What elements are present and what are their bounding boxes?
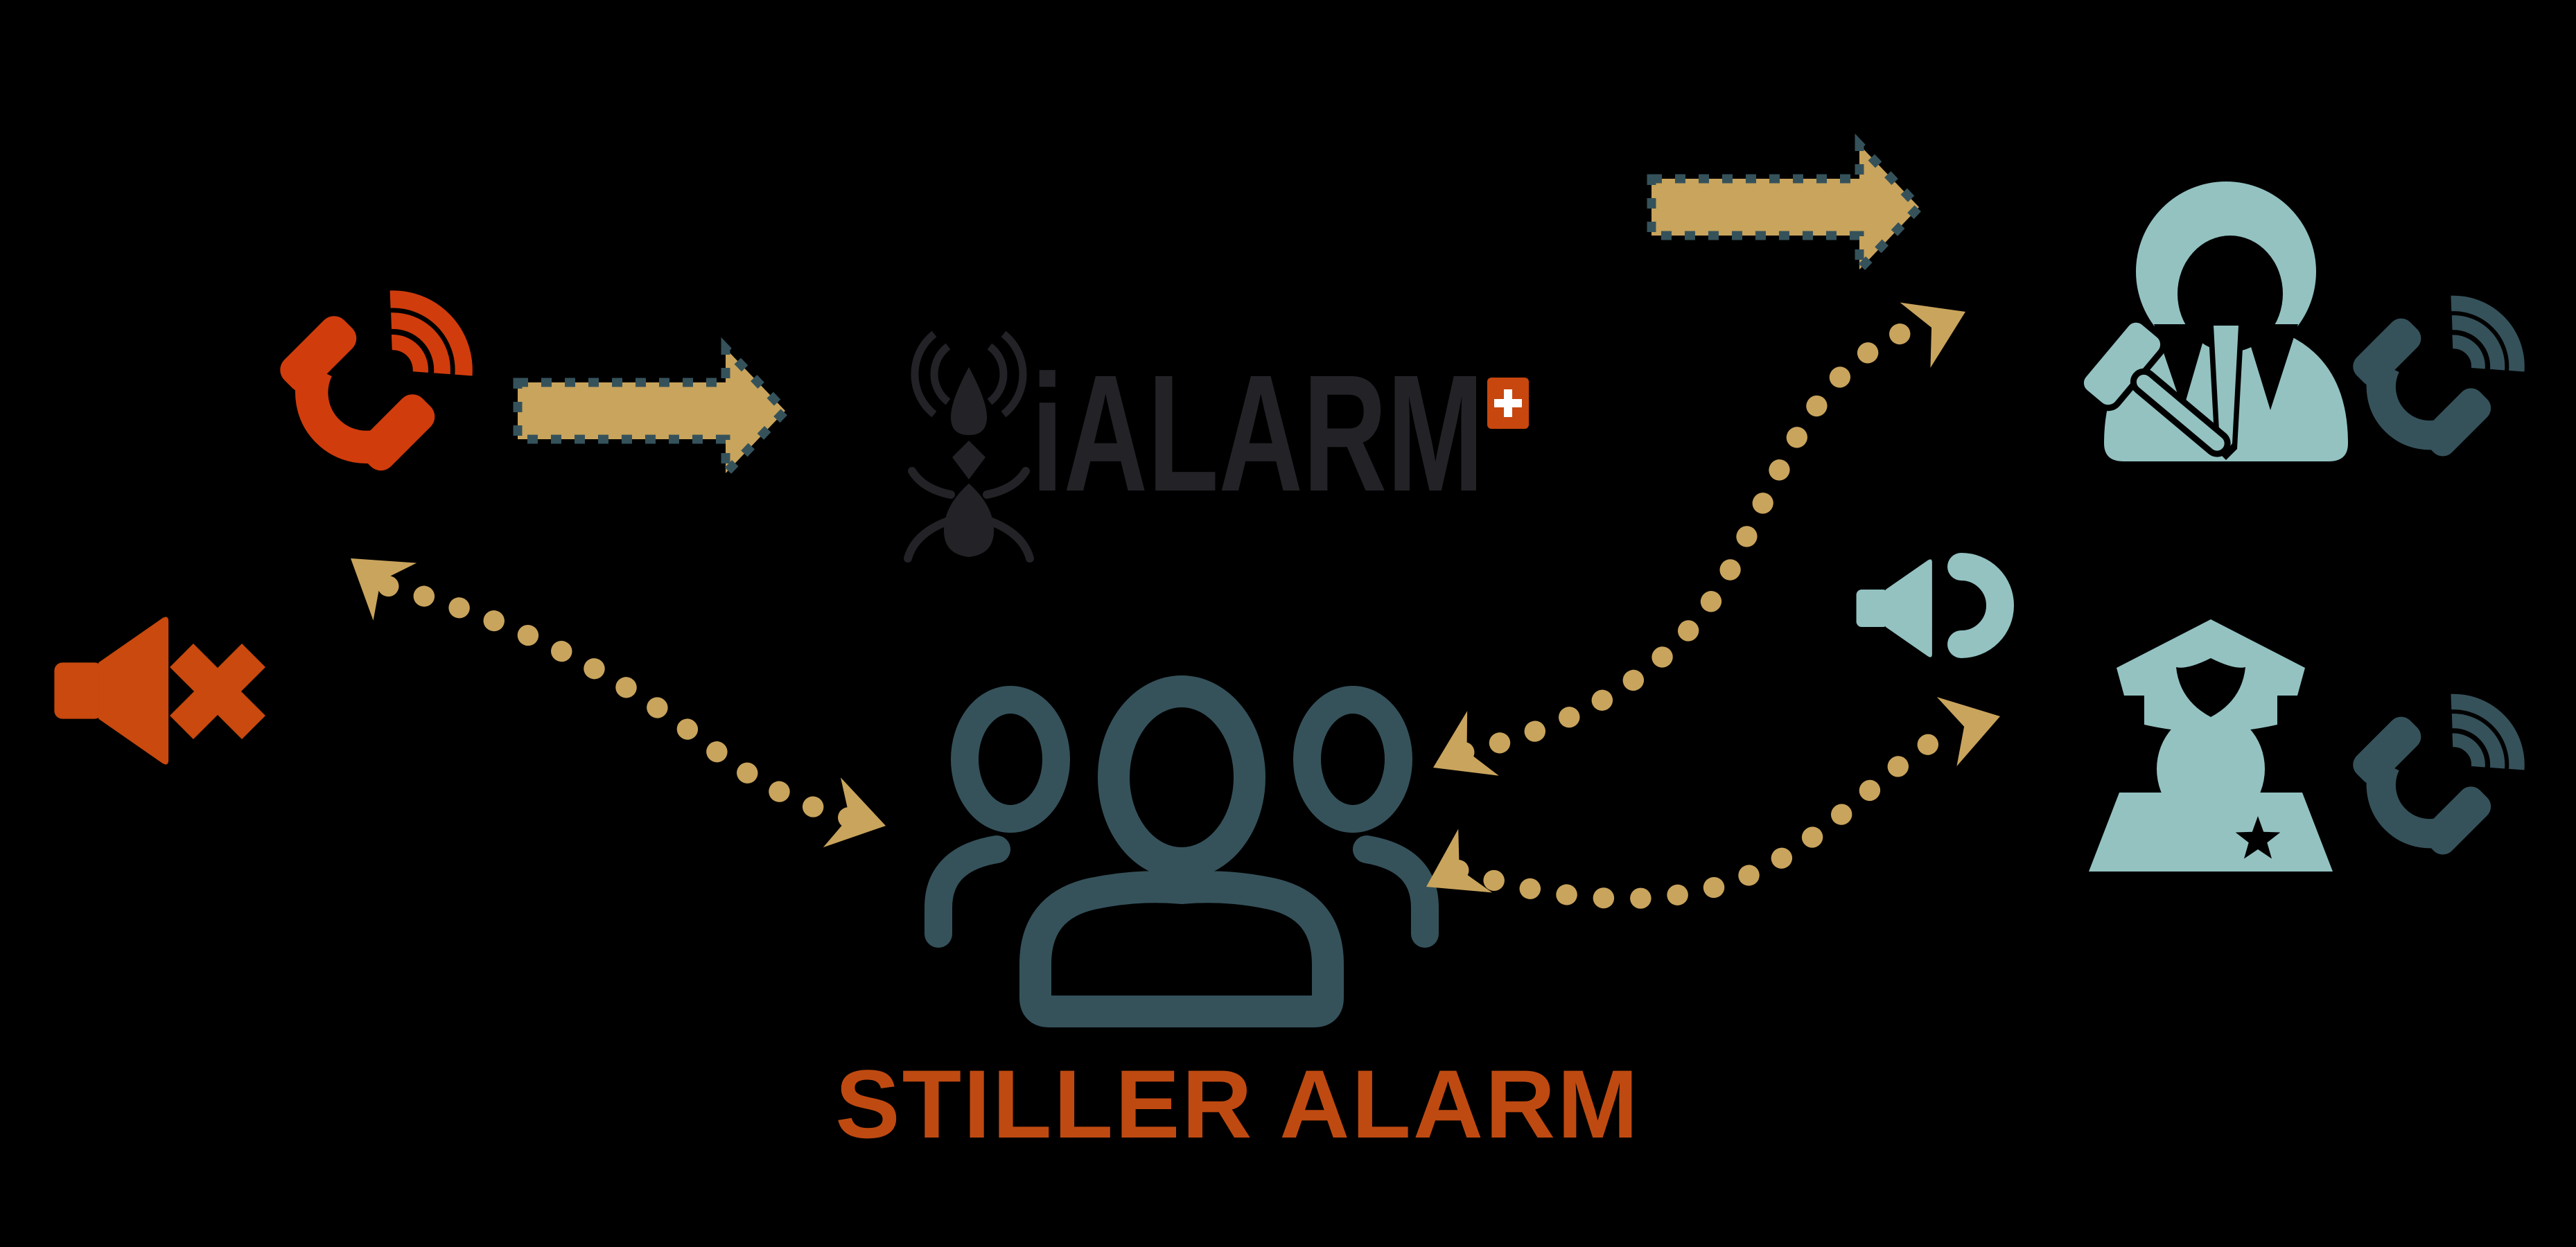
ialarm-logo: iALARM xyxy=(904,330,1529,563)
gavel-icon xyxy=(2077,316,2231,457)
dotted-arrow-people-judge xyxy=(1417,278,1981,800)
judge-with-gavel-icon xyxy=(2077,182,2348,461)
people-group-icon xyxy=(925,675,1439,1027)
ialarm-ant-logo-icon xyxy=(904,330,1034,563)
dotted-arrow-people-police xyxy=(1409,682,2010,919)
logo-text: iALARM xyxy=(1031,339,1484,526)
title-text: STILLER ALARM xyxy=(835,1050,1640,1158)
police-officer-icon xyxy=(2089,619,2333,872)
swiss-cross-badge xyxy=(1487,378,1529,429)
star-badge-icon xyxy=(2235,816,2281,859)
muted-speaker-icon xyxy=(54,617,265,765)
speaker-icon xyxy=(1856,553,2014,658)
dotted-arrow-people-phone xyxy=(328,529,895,861)
